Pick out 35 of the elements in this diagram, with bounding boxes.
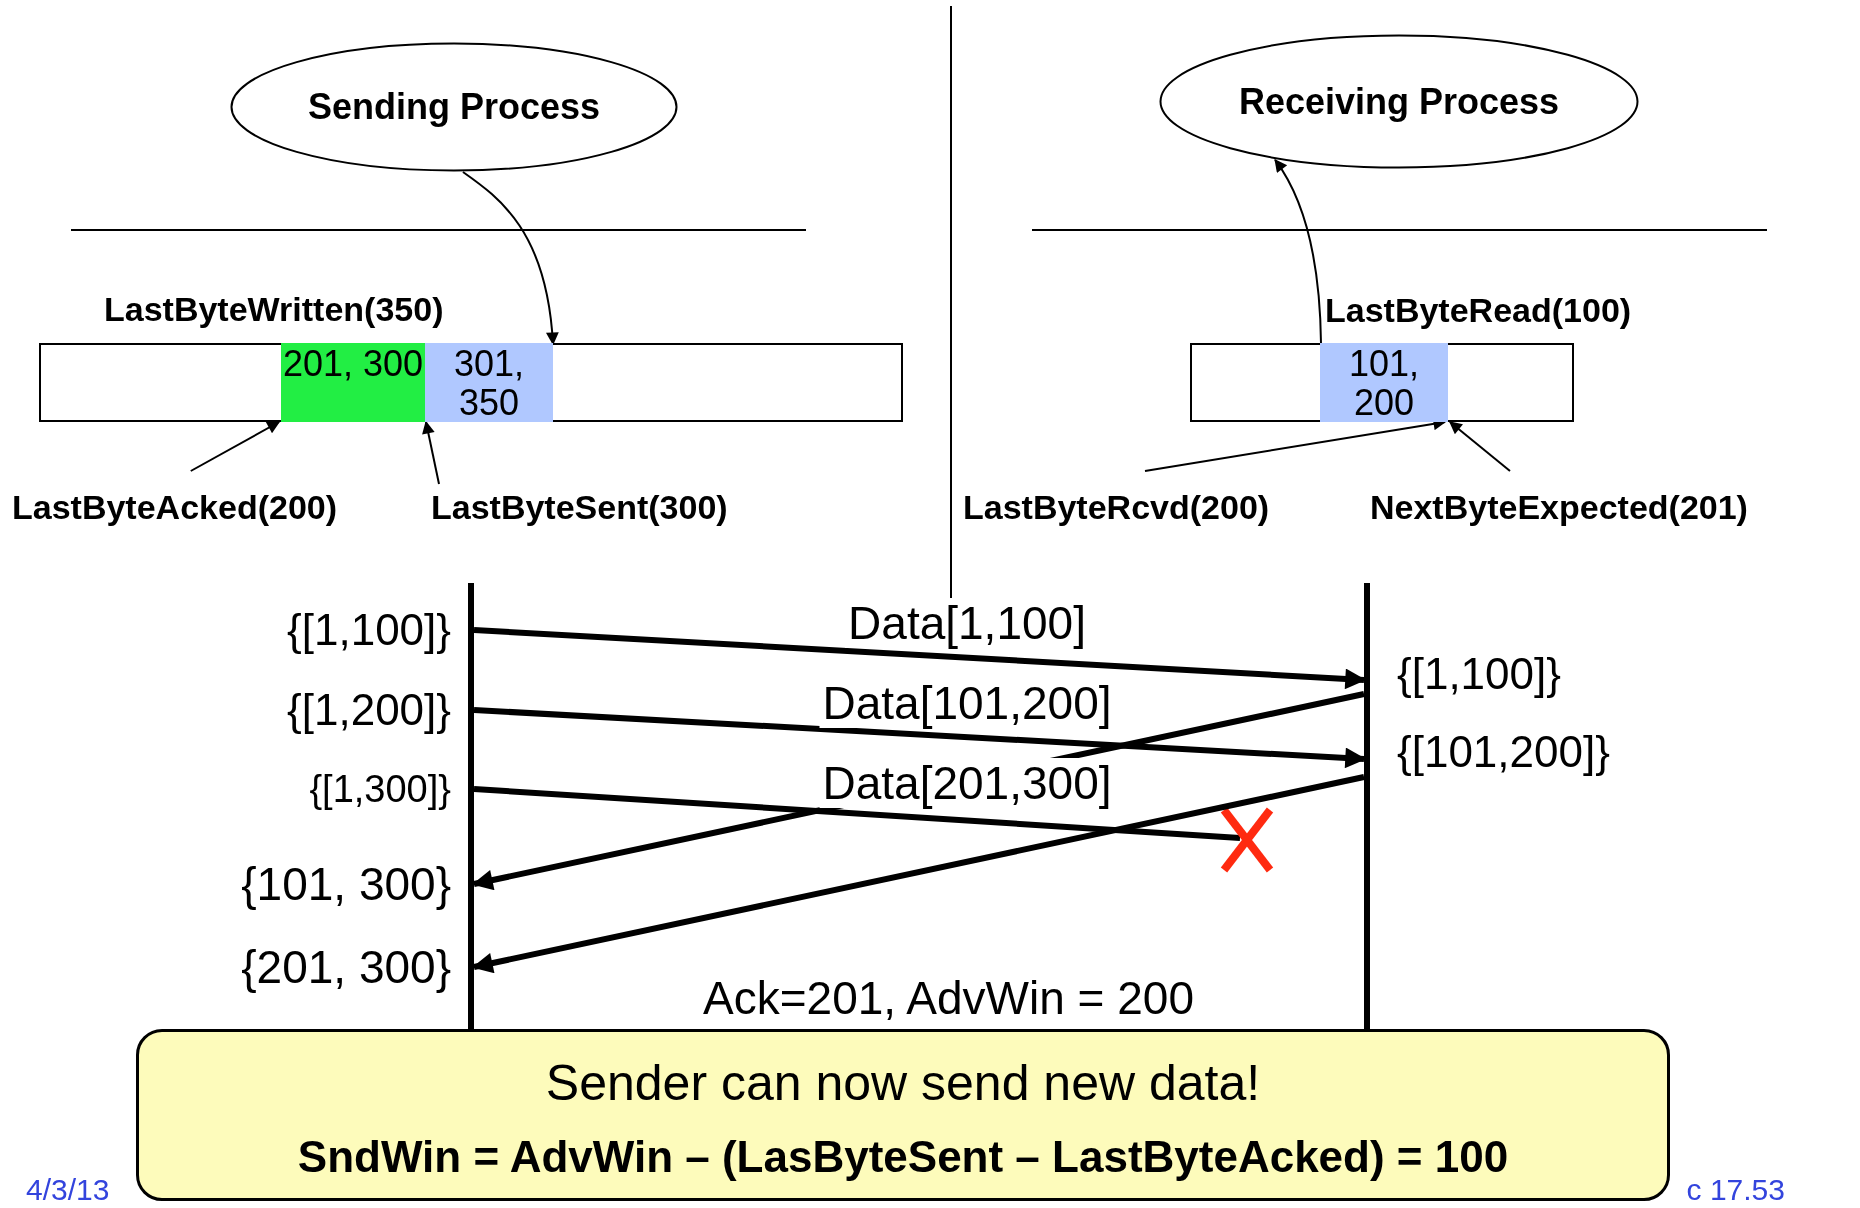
arrow xyxy=(461,171,559,346)
pointer-label: NextByteExpected(201) xyxy=(1370,488,1748,527)
timeline-bar xyxy=(1364,583,1370,1032)
pointer-label: LastByteAcked(200) xyxy=(12,488,338,527)
state-label: {[1,300]} xyxy=(309,767,451,811)
buffer-segment: 201, 300 xyxy=(281,343,425,422)
arrow xyxy=(422,420,440,485)
arrow xyxy=(473,627,1367,690)
pointer-label: LastByteRead(100) xyxy=(1325,290,1632,330)
formula-text: SndWin = AdvWin – (LasByteSent – LastByteAcked) = 100 xyxy=(296,1132,1510,1182)
state-label: {[1,100]} xyxy=(1397,649,1561,699)
buffer-bar xyxy=(1190,343,1574,422)
arrow xyxy=(189,421,281,472)
process-ellipse: Receiving Process xyxy=(1159,34,1639,169)
pointer-label: LastByteWritten(350) xyxy=(104,289,444,329)
buffer-segment: 101, 200 xyxy=(1320,343,1448,422)
arrow xyxy=(473,707,1367,769)
state-label: {101, 300} xyxy=(241,857,451,911)
pointer-label: LastByteRcvd(200) xyxy=(963,488,1270,527)
state-label: {[1,100]} xyxy=(287,605,451,655)
state-label: {[1,200]} xyxy=(287,685,451,735)
slide-number: c 17.53 xyxy=(1686,1173,1785,1207)
pointer-label: LastByteSent(300) xyxy=(431,488,728,527)
buffer-segment: 301, 350 xyxy=(425,343,553,422)
arrow xyxy=(471,774,1365,974)
state-label: {[101,200]} xyxy=(1397,727,1610,777)
arrow xyxy=(1449,421,1511,472)
callout-heading: Sender can now send new data! xyxy=(544,1054,1262,1112)
process-ellipse: Sending Process xyxy=(230,42,678,172)
callout-box xyxy=(136,1029,1670,1201)
buffer-bar xyxy=(39,343,903,422)
timeline-bar xyxy=(468,583,474,1032)
arrow xyxy=(1274,158,1322,344)
footer-date: 4/3/13 xyxy=(26,1173,110,1207)
state-label: {201, 300} xyxy=(241,940,451,994)
